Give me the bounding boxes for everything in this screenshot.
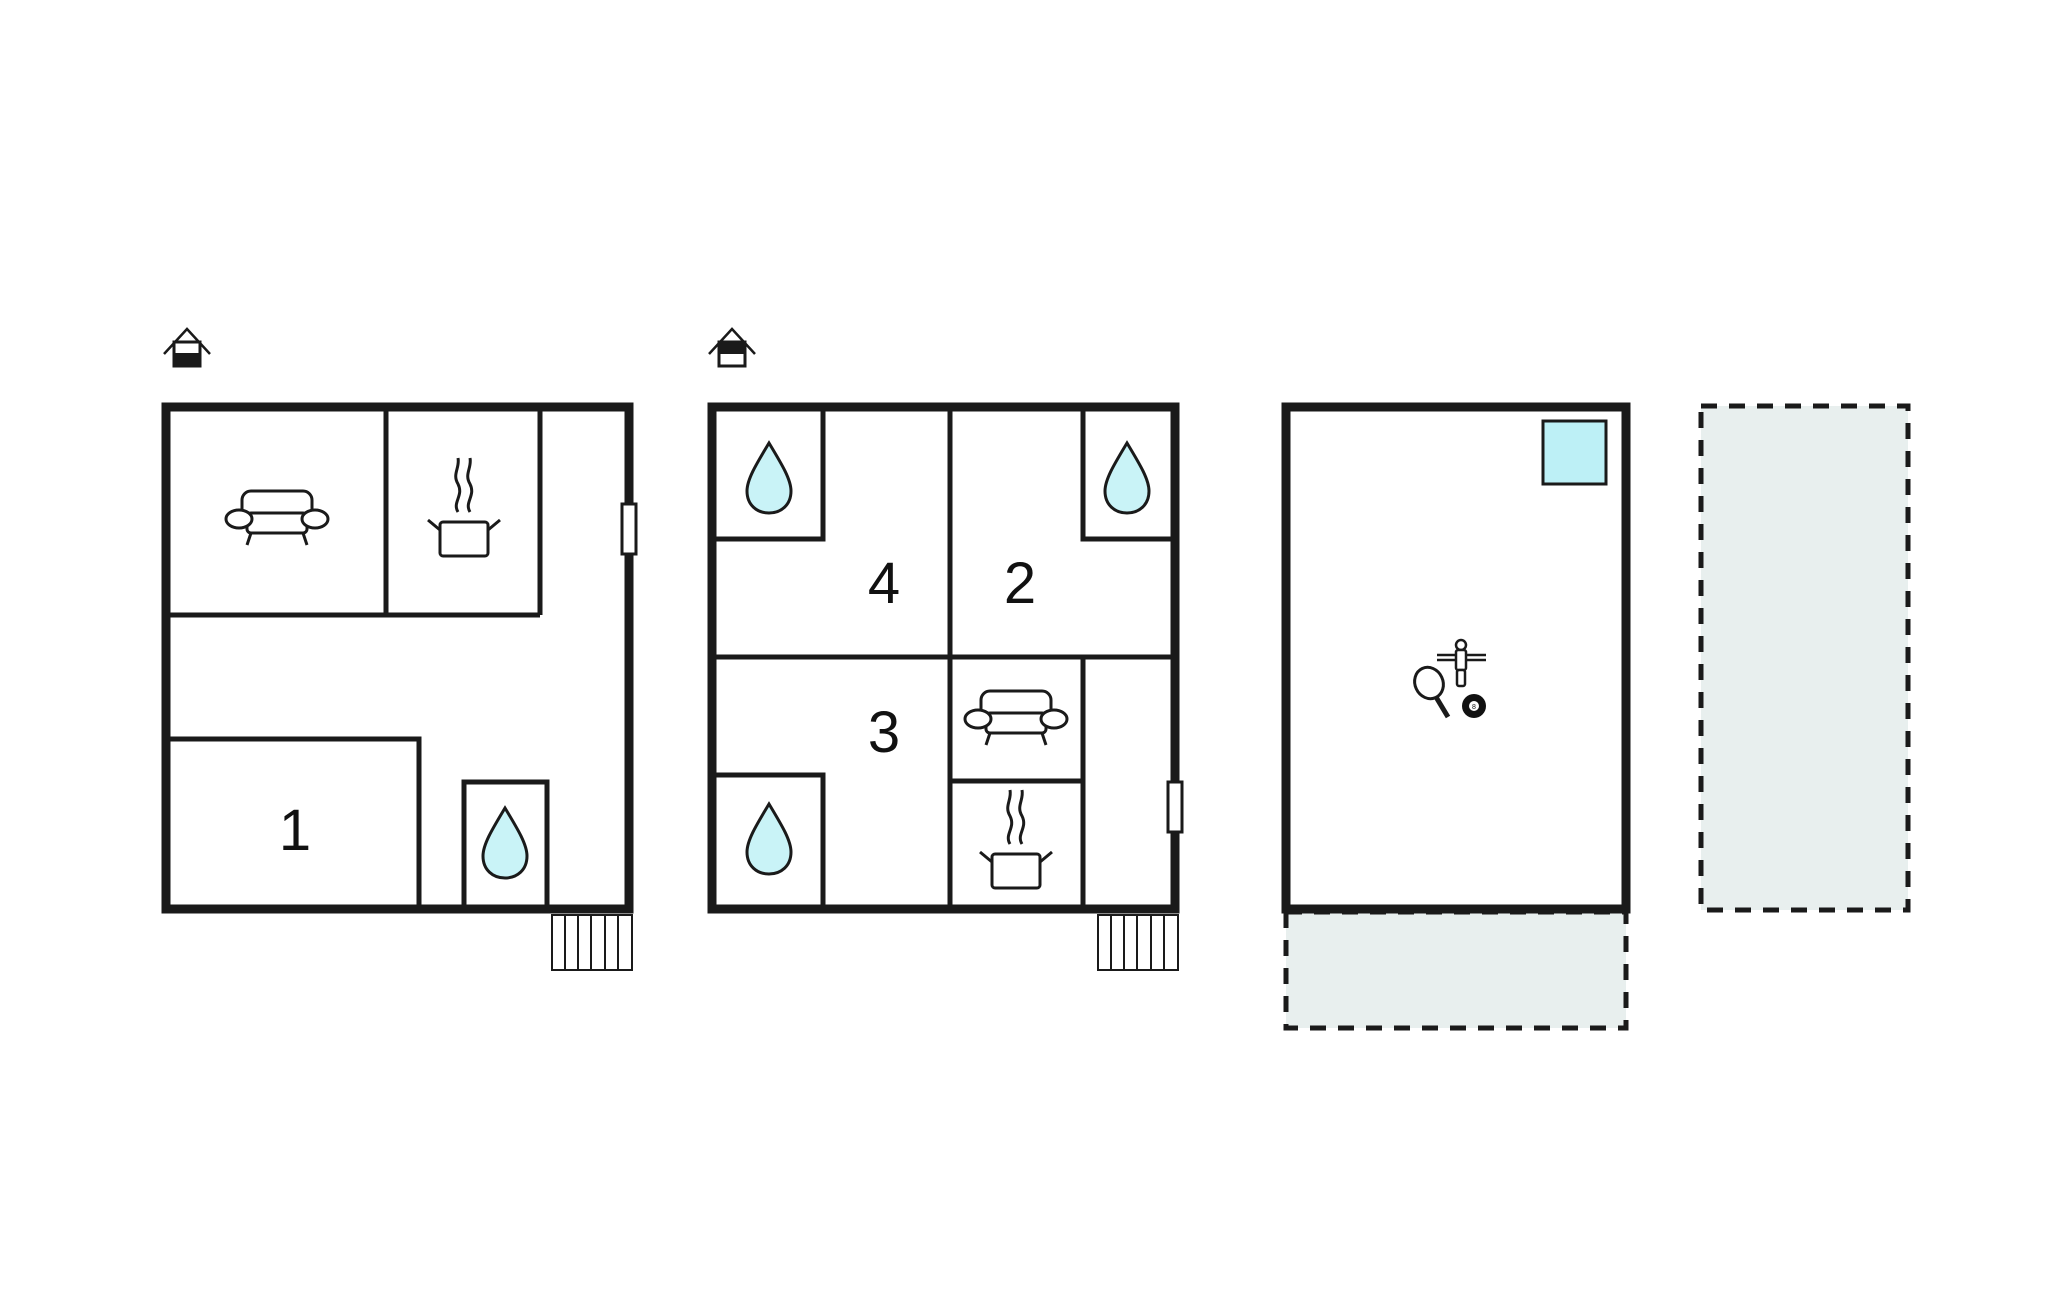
cooking-pot-icon	[426, 456, 502, 558]
window	[1166, 780, 1184, 834]
svg-text:8: 8	[1472, 704, 1476, 711]
entrance-stairs	[551, 914, 633, 971]
upper-floor: 4 2 3	[707, 327, 1184, 971]
room-label-1: 1	[279, 798, 311, 863]
window	[620, 502, 638, 556]
billiard-ball-icon: 8	[1462, 694, 1486, 718]
pool	[1541, 419, 1608, 486]
water-drop-icon	[1103, 441, 1151, 515]
water-drop-icon	[745, 802, 793, 876]
house-ground-floor-icon	[163, 327, 211, 368]
sofa-icon	[963, 689, 1069, 747]
room-label-4: 4	[868, 551, 900, 616]
entrance-stairs	[1097, 914, 1179, 971]
house-upper-floor-icon	[708, 327, 756, 368]
outdoor-space	[1698, 403, 1911, 913]
table-tennis-icon	[1413, 665, 1451, 719]
foosball-icon	[1437, 638, 1486, 688]
cooking-pot-icon	[978, 788, 1054, 890]
ground-floor: 1	[161, 327, 638, 971]
room-label-3: 3	[868, 700, 900, 765]
play-area	[1281, 402, 1631, 914]
sofa-icon	[224, 489, 330, 547]
room-label-2: 2	[1004, 551, 1036, 616]
water-drop-icon	[745, 441, 793, 515]
terrace	[1283, 909, 1629, 1031]
outdoor-area: 8	[1281, 402, 1911, 1031]
ground-floor-outline	[161, 402, 634, 914]
water-drop-icon	[481, 806, 529, 880]
